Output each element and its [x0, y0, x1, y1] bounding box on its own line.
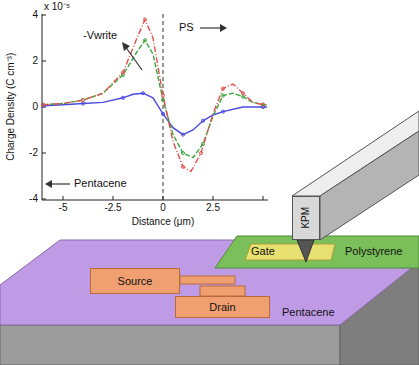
gate-electrode-outline	[245, 244, 335, 260]
axis-ticks	[42, 15, 263, 200]
data-marker	[181, 165, 184, 168]
x-tick	[113, 196, 114, 200]
gate-electrode: Gate	[245, 244, 335, 260]
pentacene-arrowhead	[45, 180, 52, 188]
node-label: Polystyrene	[345, 245, 402, 258]
cantilever-end: KPM	[292, 196, 320, 240]
node-label: KPM	[300, 207, 312, 229]
node-label: Pentacene	[282, 306, 335, 319]
pentacene-arrow	[50, 183, 70, 184]
chart-label: -Vwrite	[82, 29, 118, 42]
data-curve	[43, 93, 267, 134]
data-marker	[41, 103, 44, 106]
x-tick	[163, 196, 164, 200]
data-marker	[221, 94, 224, 97]
data-marker	[261, 103, 264, 106]
data-marker	[201, 119, 204, 122]
interface-line	[163, 14, 164, 200]
data-marker	[199, 151, 202, 154]
data-curve	[43, 40, 267, 157]
polystyrene-layer: Polystyrene Gate	[215, 236, 419, 268]
data-marker	[221, 110, 224, 113]
chart-label: -2	[29, 147, 38, 159]
data-marker	[181, 133, 184, 136]
data-marker	[161, 112, 164, 115]
chart-label: Distance (μm)	[132, 216, 194, 228]
pentacene-layer-outline	[0, 240, 419, 325]
chart-label: 4	[32, 9, 38, 21]
node-label: Gate	[251, 245, 275, 258]
node-label: Drain	[209, 301, 235, 314]
polystyrene-layer-outline	[215, 236, 419, 268]
x-tick	[263, 196, 264, 200]
y-tick	[42, 61, 46, 62]
y-tick	[42, 199, 46, 200]
electrode-finger	[200, 286, 245, 296]
data-curve	[43, 20, 267, 172]
data-marker	[81, 99, 84, 102]
data-marker	[143, 18, 146, 21]
chart-label: 0	[160, 202, 166, 214]
data-marker	[181, 151, 184, 154]
chart-label: Charge Density (C cm⁻³)	[5, 53, 17, 161]
ps-arrowhead	[220, 24, 227, 32]
y-tick	[42, 15, 46, 16]
data-marker	[121, 71, 124, 74]
data-marker	[161, 94, 164, 97]
probe-tip	[297, 240, 314, 262]
ps-arrow	[200, 27, 222, 28]
data-marker	[121, 96, 124, 99]
vwrite-arrow	[125, 46, 142, 70]
data-marker	[241, 95, 244, 98]
data-marker	[141, 92, 144, 95]
data-marker	[81, 102, 84, 105]
drain-electrode: Drain	[175, 296, 270, 318]
chart-label: Pentacene	[73, 177, 128, 190]
data-marker	[143, 39, 146, 42]
chart-label: 2	[32, 55, 38, 67]
data-curves	[41, 18, 267, 171]
chart-label: -4	[29, 193, 38, 205]
x-tick	[213, 196, 214, 200]
vwrite-arrowhead	[122, 42, 130, 51]
chart-label: x 10⁻⁵	[44, 1, 70, 13]
chart-label: 2.5	[206, 202, 220, 214]
cantilever-side	[320, 131, 419, 240]
source-electrode: Source	[90, 268, 180, 294]
substrate-front	[0, 325, 340, 365]
chart-label: 0	[32, 101, 38, 113]
electrode-finger	[180, 276, 235, 284]
chart-label: -5	[59, 202, 68, 214]
chart-label: PS	[178, 21, 195, 34]
node-label: Source	[118, 275, 153, 288]
chart-label: -2.5	[104, 202, 121, 214]
x-tick	[63, 196, 64, 200]
x-axis	[42, 200, 268, 201]
data-marker	[221, 87, 224, 90]
y-tick	[42, 153, 46, 154]
plot-area	[42, 14, 268, 200]
data-marker	[241, 92, 244, 95]
